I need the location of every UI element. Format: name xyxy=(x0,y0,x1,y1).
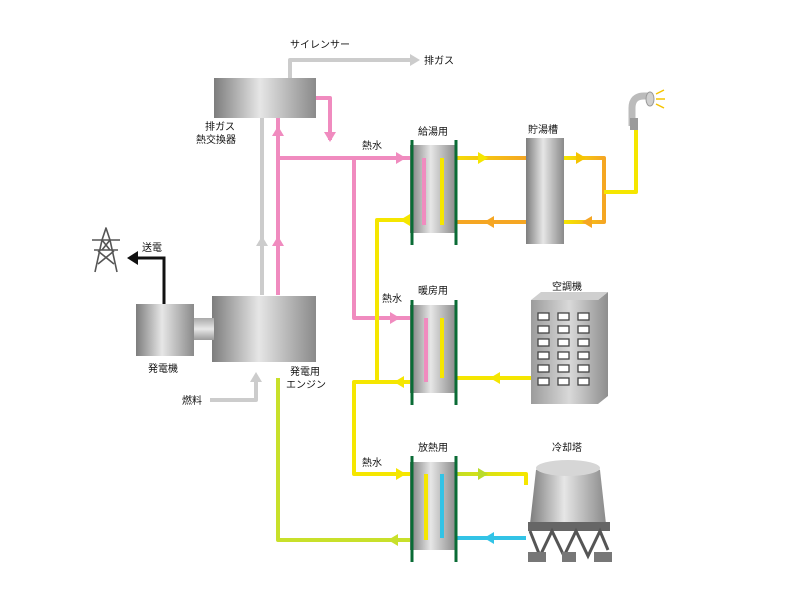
power-arrow xyxy=(127,251,138,265)
arrow-tower-right xyxy=(478,468,488,480)
generator xyxy=(136,304,194,356)
label-hot-water-1: 熱水 xyxy=(362,139,382,152)
building-windows xyxy=(537,312,590,386)
pink-hx-outlet-pipe xyxy=(316,96,332,140)
arrow-pink-right-2 xyxy=(390,312,400,324)
arrow-green-left xyxy=(388,534,398,546)
silencer-pipe xyxy=(288,58,412,78)
label-hot-water-2: 熱水 xyxy=(382,292,402,305)
tower-hot-pipe xyxy=(442,472,528,485)
arrow-exhaust-right xyxy=(410,54,420,66)
arrow-pink-up-1 xyxy=(272,236,284,246)
labels: サイレンサー 排ガス 排ガス 熱交換器 送電 発電機 発電用 エンジン 燃料 熱… xyxy=(142,39,582,469)
arrow-pink-right-1 xyxy=(396,152,406,164)
arrow-pink-down xyxy=(324,132,336,142)
arrow-return-left-1 xyxy=(400,214,410,226)
fuel-pipe xyxy=(210,378,258,402)
label-silencer: サイレンサー xyxy=(290,39,350,51)
shower-icon xyxy=(628,89,665,130)
shower-pipe xyxy=(604,120,638,194)
label-supply-hx: 給湯用 xyxy=(418,125,448,138)
arrow-exhaust-up xyxy=(256,236,268,246)
label-air-conditioner: 空調機 xyxy=(552,280,582,293)
pylon-icon xyxy=(92,227,120,273)
label-exhaust-hx-line1: 排ガス xyxy=(205,120,235,133)
arrow-tank-left xyxy=(582,216,592,228)
engine-return-pipe xyxy=(276,378,426,542)
label-hot-water-3: 熱水 xyxy=(362,456,382,469)
label-exhaust-gas: 排ガス xyxy=(424,54,454,67)
label-power-transmission: 送電 xyxy=(142,241,162,254)
power-line xyxy=(136,256,166,304)
label-heat-release-hx: 放熱用 xyxy=(418,441,448,454)
label-heating-hx: 暖房用 xyxy=(418,284,448,297)
label-generator: 発電機 xyxy=(148,362,178,375)
label-storage-tank: 貯湯槽 xyxy=(528,123,558,136)
arrow-fuel-up xyxy=(250,372,262,382)
arrow-supply-left xyxy=(484,216,494,228)
arrow-tank-right xyxy=(576,152,586,164)
label-exhaust-hx-line2: 熱交換器 xyxy=(196,133,236,146)
arrow-pink-up-2 xyxy=(272,126,284,136)
flow-arrows xyxy=(250,54,592,546)
arrow-return-left-2 xyxy=(394,376,404,388)
hx-heating xyxy=(410,300,458,405)
tank-outlet-pipe xyxy=(564,156,606,224)
pink-main-pipe xyxy=(278,156,426,225)
arrow-supply-right xyxy=(478,152,488,164)
shaft-coupling xyxy=(192,318,214,340)
storage-tank xyxy=(526,138,564,244)
arrow-release-right xyxy=(396,468,406,480)
hx-hot-water-supply xyxy=(410,140,458,245)
label-engine-line2: エンジン xyxy=(286,380,326,391)
label-engine-line1: 発電用 xyxy=(290,365,320,378)
label-cooling-tower: 冷却塔 xyxy=(552,441,582,454)
label-fuel: 燃料 xyxy=(182,394,202,407)
arrow-heating-left xyxy=(490,372,500,384)
engine xyxy=(212,296,316,362)
hx-inner-pipes xyxy=(422,158,444,540)
air-conditioner-building xyxy=(531,292,608,404)
hx-heat-release xyxy=(410,456,458,562)
exhaust-heat-exchanger xyxy=(214,78,316,118)
cooling-tower xyxy=(528,460,612,562)
arrow-tower-left xyxy=(484,532,494,544)
